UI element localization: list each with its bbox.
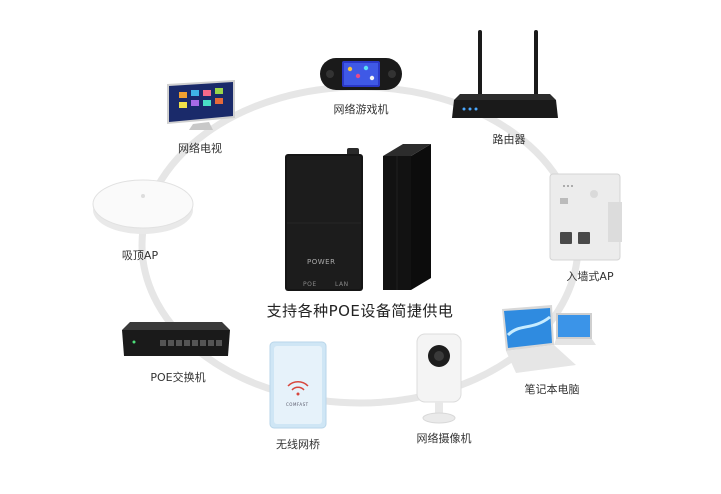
bridge-image: COMFAST — [268, 340, 328, 430]
camera-image — [415, 332, 463, 426]
device-label-bridge: 无线网桥 — [276, 438, 320, 451]
wall-ap-image — [548, 172, 622, 262]
ceiling-ap-image — [90, 176, 196, 238]
device-label-laptop: 笔记本电脑 — [524, 383, 580, 396]
switch-image — [120, 316, 232, 364]
tv-image — [165, 80, 237, 132]
device-label-tv: 网络电视 — [178, 142, 222, 155]
router-image — [450, 28, 560, 125]
poe-adapter-front: POWER POE LAN — [285, 148, 365, 291]
poe-adapter-side — [381, 142, 433, 290]
device-label-wall-ap: 入墙式AP — [566, 270, 614, 283]
adapter-power-text: POWER — [307, 258, 336, 266]
device-label-switch: POE交换机 — [150, 371, 206, 384]
game-console-image — [318, 54, 404, 94]
bridge-brand-text: COMFAST — [286, 402, 309, 407]
device-label-camera: 网络摄像机 — [416, 432, 472, 445]
device-label-ceiling-ap: 吸顶AP — [121, 249, 159, 262]
adapter-poe-text: POE — [303, 281, 317, 288]
laptop-image — [496, 305, 596, 375]
center-caption: 支持各种POE设备简捷供电 — [266, 302, 454, 320]
device-label-game-console: 网络游戏机 — [333, 103, 389, 116]
device-label-router: 路由器 — [492, 133, 526, 146]
adapter-lan-text: LAN — [335, 281, 349, 288]
